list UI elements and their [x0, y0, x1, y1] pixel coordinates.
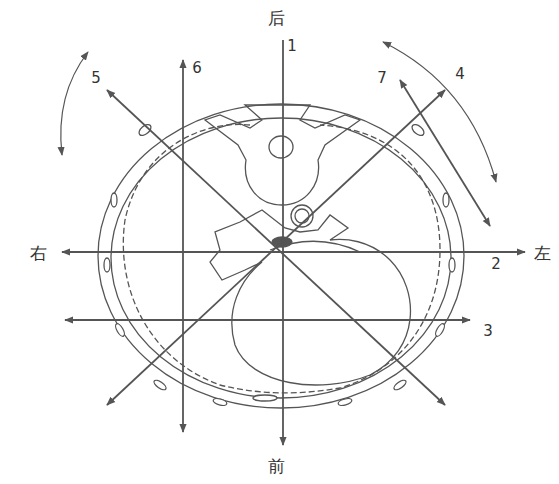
- callout-number: 1: [285, 38, 299, 55]
- direction-label: 左: [532, 244, 553, 263]
- direction-label: 右: [28, 244, 49, 263]
- callout-number: 4: [453, 66, 467, 83]
- direction-label: 后: [266, 9, 287, 28]
- callout-number: 5: [89, 70, 103, 87]
- callout-number: 3: [481, 323, 495, 340]
- callout-number: 7: [375, 70, 389, 87]
- direction-label: 前: [266, 457, 287, 476]
- callout-number: 6: [190, 60, 204, 77]
- callout-number: 2: [489, 256, 503, 273]
